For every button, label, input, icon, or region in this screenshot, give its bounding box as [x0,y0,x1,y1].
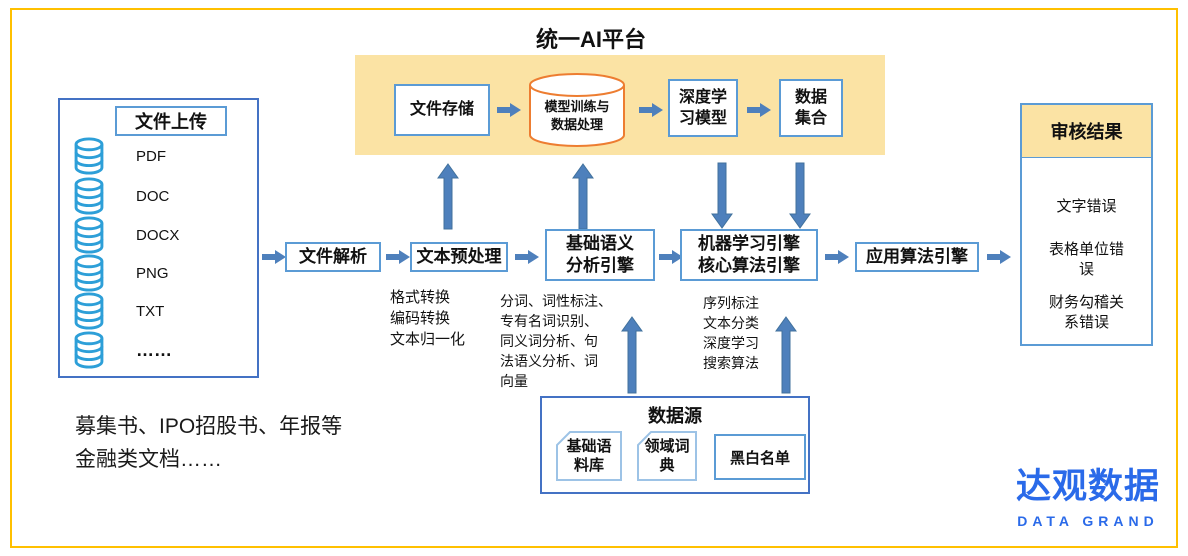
logo-cn-text: 达观数据 [1015,467,1160,506]
arrow-up-icon [437,163,459,235]
arrow-up-icon [572,163,594,235]
arrow-right-icon [385,249,411,270]
dataset-box: 数据 集合 [779,79,843,137]
upload-item-row: DOCX [74,216,179,254]
upload-item-label: DOCX [136,226,180,244]
arrow-up-icon [775,316,797,399]
model-training-cylinder: 模型训练与 数据处理 [528,72,626,148]
result-item: 表格单位错 误 [1048,241,1124,278]
file-upload-panel [58,98,259,378]
outer-frame [10,8,1178,548]
arrow-right-icon [746,102,772,123]
database-icon [74,177,104,215]
deep-learning-model-box: 深度学 习模型 [668,79,738,137]
database-icon [74,292,104,330]
logo: 达观数据 DATA GRAND [1008,458,1168,529]
upload-item-row: …… [74,331,172,369]
result-item: 文字错误 [1056,198,1117,215]
ml-note: 序列标注 文本分类 深度学习 搜索算法 [703,295,759,371]
results-panel: 审核结果 [1020,103,1153,346]
arrow-down-icon [789,162,811,234]
upload-item-label: DOC [136,187,170,205]
preprocess-note: 格式转换 编码转换 文本归一化 [390,289,466,348]
datasource-title: 数据源 [648,406,702,426]
upload-item-label: TXT [136,302,165,320]
arrow-down-icon [711,162,733,234]
text-preprocess-box: 文本预处理 [410,242,508,272]
database-icon [74,137,104,175]
upload-item-row: PDF [74,137,166,175]
arrow-right-icon [986,249,1012,270]
ml-engine-box: 机器学习引擎 核心算法引擎 [680,229,818,281]
arrow-right-icon [638,102,664,123]
upload-item-row: PNG [74,254,169,292]
app-algorithm-engine-box: 应用算法引擎 [855,242,979,272]
file-upload-header: 文件上传 [115,106,227,136]
result-item: 财务勾稽关 系错误 [1048,294,1124,331]
database-icon [74,331,104,369]
upload-item-label: PNG [136,264,169,282]
database-icon [74,254,104,292]
folded-card-icon [637,431,697,481]
upload-item-row: TXT [74,292,164,330]
file-parsing-box: 文件解析 [285,242,381,272]
file-storage-box: 文件存储 [394,84,490,136]
arrow-right-icon [514,249,540,270]
arrow-up-icon [621,316,643,399]
database-icon [74,216,104,254]
folded-card-icon [556,431,622,481]
arrow-right-icon [496,102,522,123]
logo-en-text: DATA GRAND [1017,513,1159,529]
corpus-card-label: 基础语 料库 [566,438,612,474]
arrow-right-icon [824,249,850,270]
cylinder-icon [529,73,625,147]
upload-item-label: PDF [136,147,166,165]
page-title: 统一AI平台 [535,27,646,52]
model-training-label: 模型训练与 数据处理 [544,99,610,132]
arrow-right-icon [261,249,287,270]
results-header: 审核结果 [1022,105,1151,158]
upload-item-row: DOC [74,177,169,215]
domain-dict-label: 领域词 典 [644,438,690,474]
semantic-note: 分词、词性标注、 专有名词识别、 同义词分析、句 法语义分析、词 向量 [500,293,612,389]
domain-dict-card: 领域词 典 [637,431,697,481]
semantic-engine-box: 基础语义 分析引擎 [545,229,655,281]
upload-item-label: …… [136,339,172,360]
blackwhite-list-box: 黑白名单 [714,434,806,480]
arrow-right-icon [658,249,684,270]
document-types-caption: 募集书、IPO招股书、年报等 金融类文档…… [75,415,343,471]
corpus-card: 基础语 料库 [556,431,622,481]
